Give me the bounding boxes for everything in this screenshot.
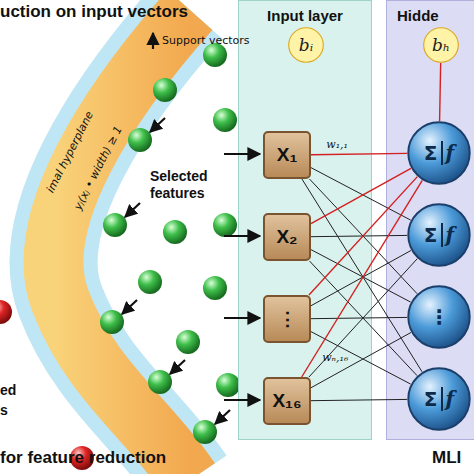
node-text: X₁ bbox=[277, 144, 298, 166]
circle-outline bbox=[407, 121, 471, 185]
node-text: X₂ bbox=[276, 226, 297, 248]
layer-heading: Hidde bbox=[387, 1, 474, 24]
weight-label: wₙ,₁₆ bbox=[322, 351, 348, 364]
node-text: Σ bbox=[421, 223, 441, 247]
node-text: f bbox=[441, 141, 458, 165]
node-text: ⋮ bbox=[278, 308, 297, 331]
input-box: ⋮ bbox=[263, 295, 311, 343]
node-text: bₕ bbox=[432, 35, 450, 55]
panel-caption: for feature reduction bbox=[0, 448, 166, 468]
circle-shape bbox=[408, 286, 469, 347]
hyperplane-band bbox=[54, 10, 190, 474]
neuron-circle: ⋮ bbox=[407, 285, 471, 349]
green-spheres bbox=[100, 43, 240, 444]
circle-shape bbox=[408, 204, 469, 265]
weight-label: w₁,₁ bbox=[326, 138, 348, 151]
node-text: X₁₆ bbox=[272, 390, 301, 412]
margin-band bbox=[54, 10, 190, 474]
legend-entry: Support vectors bbox=[162, 34, 250, 47]
input-box: X₁ bbox=[263, 131, 311, 179]
bias-circle: bᵢ bbox=[288, 27, 324, 63]
legend-text: Support vectors bbox=[162, 34, 250, 47]
node-text: bᵢ bbox=[299, 35, 313, 55]
layer-heading: Input layer bbox=[239, 1, 371, 24]
class-label: ed bbox=[0, 382, 16, 399]
neuron-circle: Σf bbox=[407, 203, 471, 267]
circle-outline bbox=[407, 367, 471, 431]
neuron-circle: Σf bbox=[407, 367, 471, 431]
support-vector-arrows bbox=[122, 33, 230, 424]
node-text: f bbox=[441, 387, 458, 411]
panel-title: uction on input vectors bbox=[0, 2, 188, 22]
hidden-layer-panel: HiddebₕΣfΣf⋮Σf bbox=[386, 0, 474, 440]
input-box: X₁₆ bbox=[263, 377, 311, 425]
circle-shape bbox=[408, 368, 469, 429]
circle-shape bbox=[424, 28, 459, 63]
panel-caption: MLI bbox=[432, 448, 461, 468]
circle-shape bbox=[289, 28, 324, 63]
node-text: Σ bbox=[421, 141, 441, 165]
class-label: s bbox=[0, 402, 8, 419]
circle-shape bbox=[408, 122, 469, 183]
group-label: Selected features bbox=[150, 168, 232, 202]
red-spheres bbox=[0, 300, 94, 470]
node-text: f bbox=[441, 223, 458, 247]
input-layer-panel: Input layer bᵢX₁ X₂ ⋮ X₁₆ bbox=[238, 0, 372, 440]
circle-outline bbox=[407, 203, 471, 267]
node-text: ⋮ bbox=[426, 305, 452, 329]
bias-circle: bₕ bbox=[423, 27, 459, 63]
input-box: X₂ bbox=[263, 213, 311, 261]
node-text: Σ bbox=[421, 387, 441, 411]
neuron-circle: Σf bbox=[407, 121, 471, 185]
